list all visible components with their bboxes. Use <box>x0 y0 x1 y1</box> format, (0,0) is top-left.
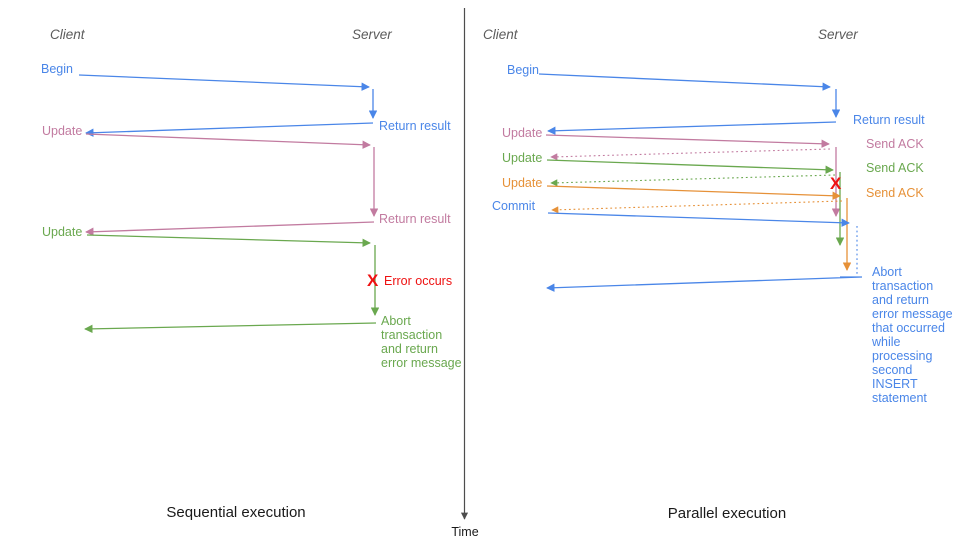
left-client-header: Client <box>50 27 85 42</box>
right-error-x-icon: X <box>830 174 842 193</box>
right-send-ack-2-label: Send ACK <box>866 161 924 175</box>
right-update-3-request-arrow <box>546 185 841 200</box>
left-begin-label: Begin <box>41 62 73 76</box>
left-error-x-icon: X <box>367 271 379 290</box>
right-server-header: Server <box>818 27 858 42</box>
left-update-2-label: Update <box>42 225 83 239</box>
right-begin-request-arrow <box>538 73 831 91</box>
right-abort-label: Abort transaction and return error messa… <box>872 265 953 405</box>
right-send-ack-3-label: Send ACK <box>866 186 924 200</box>
left-update-1-request-arrow <box>85 133 371 149</box>
time-axis-label: Time <box>451 525 479 539</box>
right-update-1-label: Update <box>502 126 543 140</box>
right-client-header: Client <box>483 27 518 42</box>
right-return-result-arrow <box>547 121 837 135</box>
right-abort-return-arrow <box>546 276 863 292</box>
left-return-result-1-label: Return result <box>379 119 451 133</box>
left-return-result-2-arrow <box>85 221 375 236</box>
left-abort-label: Abort transaction and return error messa… <box>381 314 462 370</box>
right-send-ack-3-arrow <box>551 200 843 214</box>
left-update-2-request-arrow <box>86 234 371 248</box>
right-commit-label: Commit <box>492 199 536 213</box>
left-update-1-label: Update <box>42 124 83 138</box>
left-caption: Sequential execution <box>166 504 306 521</box>
right-update-3-label: Update <box>502 176 543 190</box>
left-abort-return-arrow <box>84 322 377 334</box>
left-return-result-2-label: Return result <box>379 212 451 226</box>
left-server-header: Server <box>352 27 392 42</box>
left-return-result-1-arrow <box>85 122 374 137</box>
right-send-ack-1-arrow <box>550 148 831 161</box>
right-update-1-request-arrow <box>545 134 830 148</box>
right-commit-request-arrow <box>547 212 850 227</box>
right-caption: Parallel execution <box>667 505 787 522</box>
right-send-ack-2-arrow <box>550 174 836 187</box>
right-begin-label: Begin <box>507 63 539 77</box>
right-send-ack-1-label: Send ACK <box>866 137 924 151</box>
right-return-result-label: Return result <box>853 113 925 127</box>
left-error-label: Error occurs <box>384 274 453 288</box>
left-begin-request-arrow <box>78 74 370 91</box>
right-update-2-request-arrow <box>546 159 834 174</box>
right-update-2-label: Update <box>502 151 543 165</box>
